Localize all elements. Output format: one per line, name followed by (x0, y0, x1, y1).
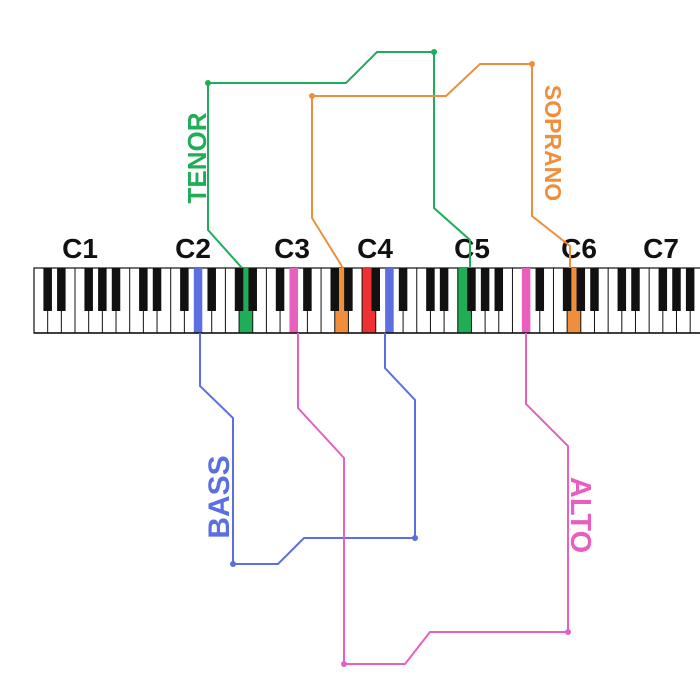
black-key (43, 268, 52, 311)
octave-label-c3: C3 (274, 233, 310, 264)
black-key (248, 268, 257, 311)
highlighted-key-stripe (385, 311, 394, 333)
octave-label-c2: C2 (175, 233, 211, 264)
piano-keyboard (33, 267, 700, 334)
highlighted-key-stripe (289, 311, 298, 333)
black-key (617, 268, 627, 311)
highlighted-key-stripe (193, 311, 203, 333)
black-key (139, 268, 148, 311)
black-key (98, 268, 107, 311)
octave-label-c6: C6 (561, 233, 597, 264)
black-key (672, 268, 681, 311)
black-key (152, 268, 162, 311)
bass-label: BASS (203, 455, 236, 538)
black-key (371, 268, 380, 311)
black-key (535, 268, 545, 311)
black-key (658, 268, 668, 311)
black-key (344, 268, 353, 311)
alto-range-connector (297, 333, 571, 667)
black-key (631, 268, 640, 311)
black-key (590, 268, 599, 311)
soprano-range-connector (309, 61, 571, 269)
black-key (439, 268, 449, 311)
black-key (111, 268, 121, 311)
tenor-label: TENOR (182, 112, 212, 203)
black-key (303, 268, 312, 311)
black-key (576, 268, 586, 311)
black-key (84, 268, 93, 311)
highlighted-key (289, 268, 298, 311)
black-key (207, 268, 216, 311)
highlighted-key (521, 268, 531, 311)
black-key (426, 268, 435, 311)
black-key (685, 268, 695, 311)
highlighted-key (385, 268, 394, 311)
octave-label-c5: C5 (454, 233, 490, 264)
octave-label-c7: C7 (643, 233, 679, 264)
black-key (480, 268, 490, 311)
black-key (234, 268, 244, 311)
black-key (562, 268, 572, 311)
alto-label: ALTO (564, 477, 596, 553)
octave-label-c1: C1 (62, 233, 98, 264)
black-key (180, 268, 189, 311)
black-key (275, 268, 285, 311)
octave-label-c4: C4 (357, 233, 393, 264)
black-key (398, 268, 408, 311)
black-key (57, 268, 66, 311)
black-key (330, 268, 339, 311)
bass-range-connector (199, 333, 418, 567)
highlighted-key-stripe (521, 311, 531, 333)
black-key (467, 268, 476, 311)
tenor-range-connector (205, 49, 471, 269)
black-key (494, 268, 504, 311)
soprano-label: SOPRANO (540, 85, 566, 201)
highlighted-key (193, 268, 203, 311)
